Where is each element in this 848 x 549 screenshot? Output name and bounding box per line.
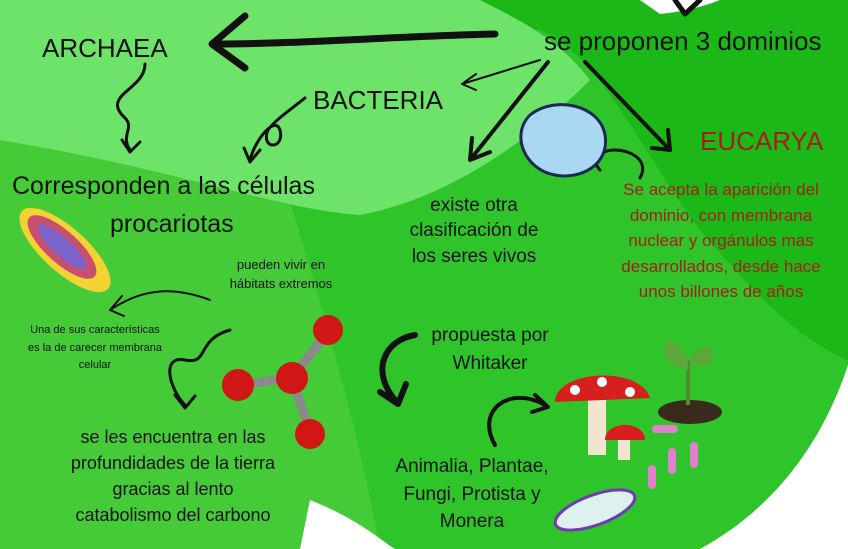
white-corner-right [700,365,848,549]
membrana-line-3: celular [78,359,112,372]
whitaker-text: propuesta por Whitaker [410,322,570,377]
protist-icon [553,488,637,532]
molecule-icon [222,315,343,449]
curl-archaea-down [116,62,147,154]
profundo-line-2: profundidades de la tierra [70,453,276,474]
otra-line-2: clasificación de [409,220,539,242]
profundo-line-3: gracias al lento [112,479,234,500]
otra-line-1: existe otra [430,195,518,216]
membrana-line-1: Una de sus características [30,324,160,336]
profundo-line-4: catabolismo del carbono [75,505,271,526]
reinos-line-3: Monera [439,511,505,533]
profundo-line-1: se les encuentra en las [80,427,266,447]
eukaryotic-cell-icon [519,103,607,178]
euc-line-2: dominio, con membrana [629,205,813,225]
extremos-line-1: pueden vivir en [236,257,326,272]
euc-line-3: nuclear y orgánulos mas [628,231,814,250]
otra-line-3: los seres vivos [411,245,537,267]
bacterium-icon [19,207,111,293]
curl-to-profundo [168,328,232,410]
membrana-text: Una de sus características es la de care… [6,322,184,375]
arrow-to-otra [468,60,550,162]
euc-line-1: Se acepta la aparición del [623,180,819,199]
eucarya-description: Se acepta la aparición del dominio, con … [596,177,846,305]
procariotas-line-2: procariotas [110,210,234,238]
eucarya-label: EUCARYA [700,126,824,156]
curve-to-mushroom [487,393,550,447]
whitaker-big-arrow [379,332,418,403]
white-corner-bottom [300,500,395,549]
whitaker-line-1: propuesta por [431,325,549,346]
euc-line-4: desarrollados, desde hace [621,256,821,276]
extremos-text: pueden vivir en hábitats extremos [212,256,350,294]
reinos-text: Animalia, Plantae, Fungi, Protista y Mon… [372,453,572,536]
thick-arrow-head [208,12,249,72]
arrow-to-bacteria [461,59,541,91]
bacteria-label: BACTERIA [313,85,444,115]
procariotas-line-1: Corresponden a las células [12,172,315,200]
profundidades-text: se les encuentra en las profundidades de… [38,424,308,528]
reinos-line-1: Animalia, Plantae, [395,456,549,477]
dominios-label: se proponen 3 dominios [544,26,822,56]
archaea-label: ARCHAEA [42,33,168,63]
thick-arrow-to-archaea [211,30,499,48]
bacilli-icon [648,425,698,489]
top-arrow-down [672,0,703,17]
arrow-to-eucarya [583,60,672,152]
reinos-line-2: Fungi, Protista y [403,483,541,505]
curve-to-membrane [109,290,211,317]
whitaker-arrow-head [377,381,409,407]
mushroom-icon [555,375,650,460]
extremos-line-2: hábitats extremos [229,275,333,291]
euc-line-5: unos billones de años [638,282,804,301]
whitaker-line-2: Whitaker [452,352,528,374]
mid-green-region [0,120,380,549]
otra-clasificacion-text: existe otra clasificación de los seres v… [408,193,540,269]
plant-sprout-icon [658,340,722,424]
light-green-top [0,0,848,360]
curl-bacteria-down [242,96,307,164]
membrana-line-2: es la de carecer membrana [28,341,162,354]
